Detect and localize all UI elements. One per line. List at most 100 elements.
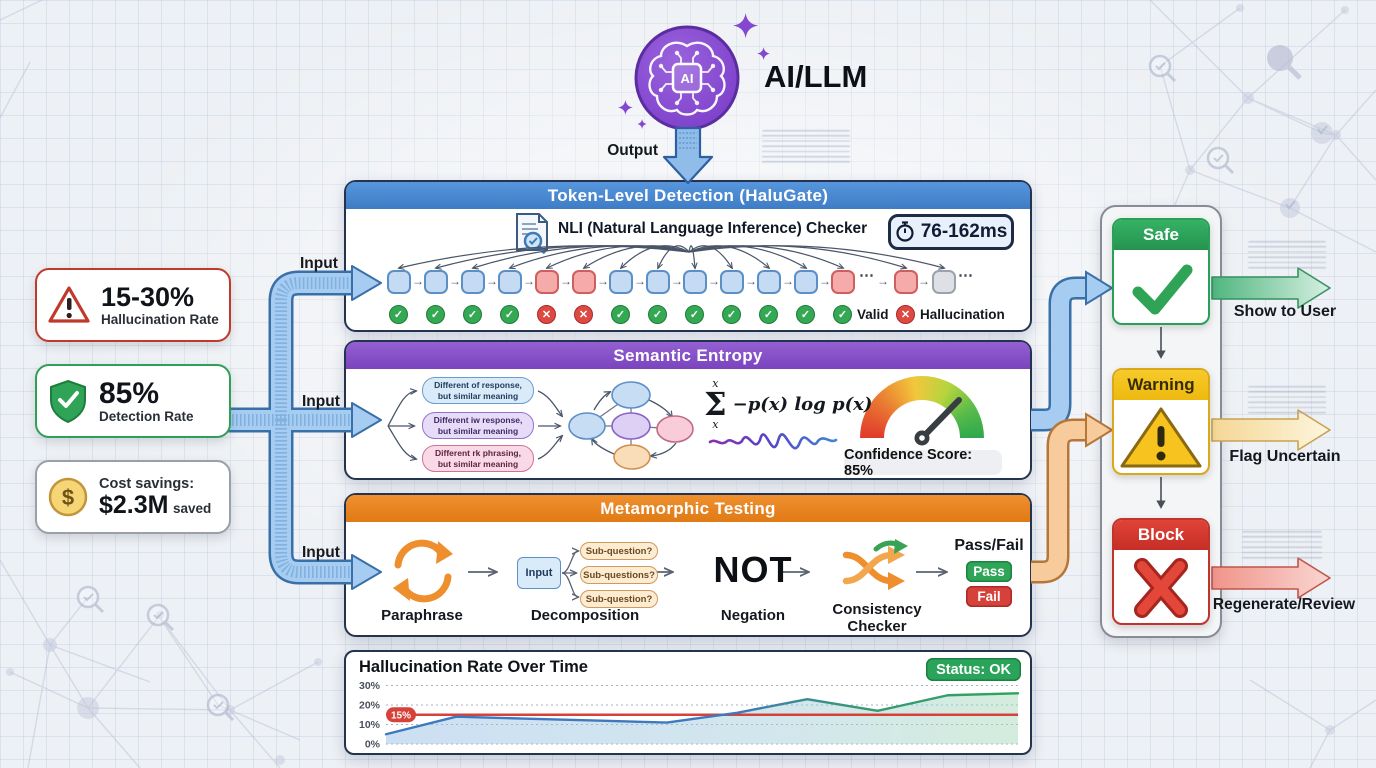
token-flow-arrow: →: [918, 274, 930, 288]
hallucination-legend-label: Hallucination: [920, 307, 1005, 322]
token-hallucination: [535, 270, 559, 294]
stat-value: 85%: [99, 376, 160, 410]
panel-title: Token-Level Detection (HaluGate): [346, 182, 1030, 209]
check-icon: [1132, 264, 1193, 315]
token-flow-arrow: →: [412, 274, 424, 288]
stat-card-hallucination-rate: 15-30% Hallucination Rate: [35, 268, 231, 342]
step-label-decomposition: Decomposition: [530, 607, 640, 624]
token-valid: [498, 270, 522, 294]
decision-label: Safe: [1114, 220, 1208, 250]
svg-text:15%: 15%: [391, 711, 411, 722]
valid-check-icon: [389, 305, 408, 324]
token-flow-arrow: →: [597, 274, 609, 288]
stat-suffix: saved: [172, 500, 212, 516]
gauge-needle: [914, 397, 962, 446]
sub-question-pill: Sub-question?: [580, 590, 658, 608]
svg-text:AI: AI: [681, 71, 694, 86]
decomposition-input-box: Input: [517, 557, 561, 589]
token-flow-arrow: →: [708, 274, 720, 288]
warning-triangle-icon: [1120, 407, 1202, 468]
placeholder-text: [762, 130, 850, 164]
page-title: AI/LLM: [764, 59, 868, 94]
svg-text:10%: 10%: [359, 719, 381, 731]
entropy-graph: [387, 381, 694, 470]
fanout-arrows: [346, 245, 1034, 334]
action-flag-uncertain: Flag Uncertain: [1229, 448, 1341, 465]
valid-check-icon: [796, 305, 815, 324]
hallucination-legend-icon: [896, 305, 915, 324]
sample-pill-3: Different rk phrasing,but similar meanin…: [422, 445, 534, 472]
token-valid: [757, 270, 781, 294]
document-search-icon: [516, 213, 548, 254]
ellipsis: ⋯: [958, 267, 973, 284]
token-valid: [461, 270, 485, 294]
decision-card-block: Block: [1112, 518, 1210, 625]
token-valid: [424, 270, 448, 294]
sample-pill-2: Different iw response,but similar meanin…: [422, 412, 534, 439]
stopwatch-icon: [896, 221, 914, 242]
token-valid: [683, 270, 707, 294]
token-flow-arrow: →: [449, 274, 461, 288]
paraphrase-icon: [393, 539, 453, 603]
svg-text:0%: 0%: [365, 739, 381, 751]
svg-text:30%: 30%: [359, 680, 381, 692]
pass-badge: Pass: [966, 561, 1012, 582]
placeholder-text: [1248, 386, 1326, 414]
entropy-waveform: [708, 433, 838, 450]
output-label: Output: [607, 142, 658, 159]
token-hallucination: [894, 270, 918, 294]
token-hallucination: [831, 270, 855, 294]
fail-badge: Fail: [966, 586, 1012, 607]
ellipsis: ⋯: [859, 267, 874, 284]
decision-card-warning: Warning: [1112, 368, 1210, 475]
flag-uncertain-arrow: [1211, 409, 1331, 451]
action-show-to-user: Show to User: [1233, 303, 1337, 320]
sub-question-pill: Sub-question?: [580, 542, 658, 560]
valid-check-icon: [759, 305, 778, 324]
token-flow-arrow: →: [634, 274, 646, 288]
metamorphic-flow: [393, 539, 1034, 603]
step-label-negation: Negation: [720, 607, 786, 624]
token-valid: [387, 270, 411, 294]
token-level-detection-panel: Token-Level Detection (HaluGate) NLI (Na…: [344, 180, 1032, 332]
token-flow-arrow: →: [486, 274, 498, 288]
decision-label: Warning: [1114, 370, 1208, 400]
warning-triangle-icon: [48, 286, 90, 323]
warning-route-pipe: [1030, 418, 1086, 584]
sub-question-pill: Sub-questions?: [580, 566, 658, 584]
decision-card-safe: Safe: [1112, 218, 1210, 325]
stat-line1: Cost savings:: [99, 475, 195, 492]
hallucination-x-icon: [574, 305, 593, 324]
panel-title: Semantic Entropy: [346, 342, 1030, 369]
action-regenerate-review: Regenerate/Review: [1212, 596, 1356, 613]
token-flow-arrow: →: [745, 274, 757, 288]
svg-text:$: $: [62, 485, 74, 510]
svg-text:20%: 20%: [359, 700, 381, 712]
placeholder-text: [1248, 241, 1326, 269]
show-to-user-arrow: [1211, 267, 1331, 309]
passfail-title: Pass/Fail: [954, 537, 1024, 554]
placeholder-text: [1242, 531, 1322, 559]
valid-check-icon: [426, 305, 445, 324]
latency-badge: 76-162ms: [888, 214, 1014, 250]
nli-checker-label: NLI (Natural Language Inference) Checker: [558, 220, 868, 237]
input-label-token: Input: [300, 255, 338, 272]
valid-legend-icon: [833, 305, 852, 324]
x-icon: [1134, 558, 1188, 618]
input-label-metamorphic: Input: [302, 544, 340, 561]
token-flow-arrow: →: [560, 274, 572, 288]
consistency-checker-icon: [842, 539, 908, 590]
dollar-coin-icon: $: [48, 477, 88, 517]
token-flow-arrow: →: [782, 274, 794, 288]
valid-check-icon: [611, 305, 630, 324]
token-strip: →→→→→→→→→→→→⋯→→⋯: [346, 182, 1030, 330]
chart-title: Hallucination Rate Over Time: [359, 658, 588, 676]
safe-route-pipe: [1031, 276, 1088, 432]
stat-label: Detection Rate: [99, 409, 194, 425]
valid-check-icon: [463, 305, 482, 324]
regenerate-arrow: [1211, 557, 1331, 599]
token-flow-arrow: →: [877, 274, 889, 288]
step-label-paraphrase: Paraphrase: [381, 607, 463, 624]
sparkles-icon: [618, 13, 771, 130]
